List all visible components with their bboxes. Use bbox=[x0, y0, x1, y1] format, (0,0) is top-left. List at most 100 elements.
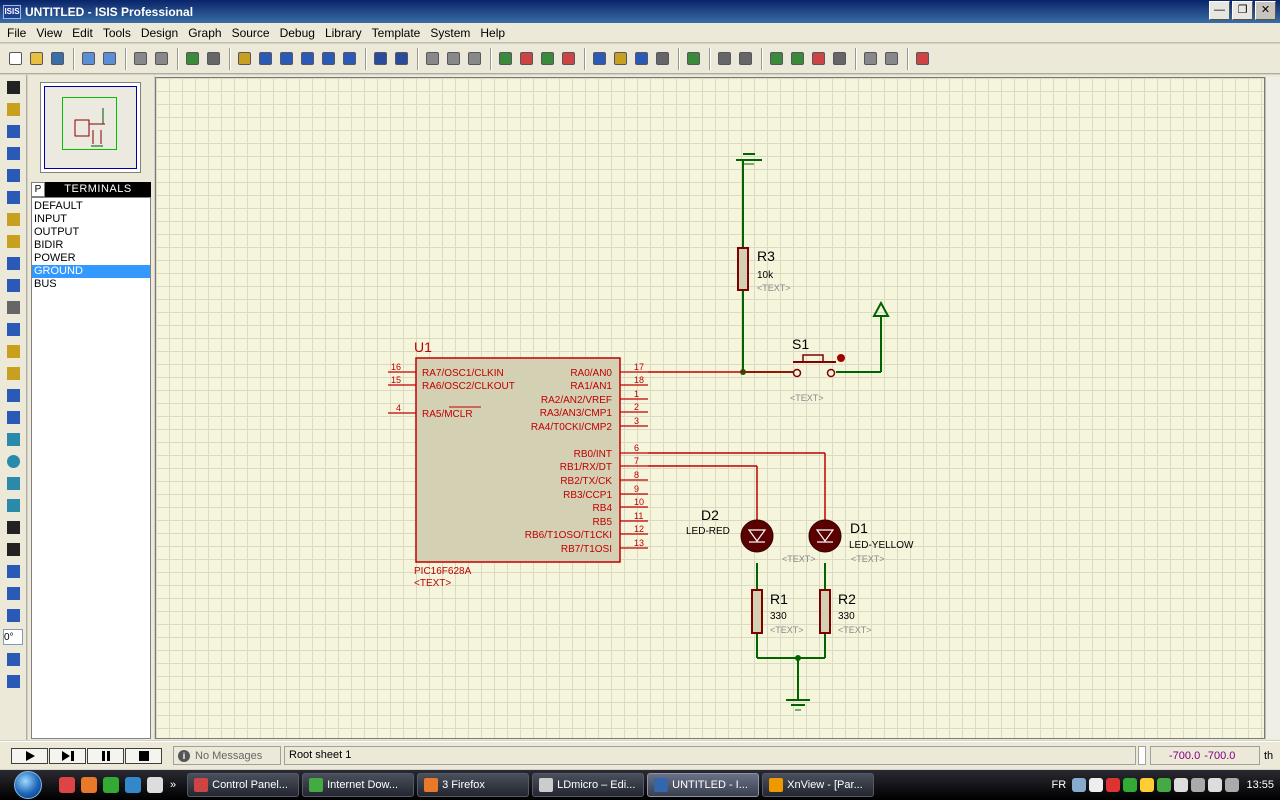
generator-button[interactable] bbox=[2, 319, 24, 339]
restore-button[interactable]: ❐ bbox=[1232, 1, 1253, 20]
taskbar-button-xnview[interactable]: XnView - [Par... bbox=[762, 773, 875, 797]
menu-file[interactable]: File bbox=[7, 25, 27, 40]
text-script-button[interactable] bbox=[2, 165, 24, 185]
vertical-scrollbar[interactable] bbox=[1265, 77, 1280, 739]
block-move-button[interactable] bbox=[517, 49, 536, 68]
origin-button[interactable] bbox=[235, 49, 254, 68]
pause-button[interactable] bbox=[87, 747, 124, 764]
clock[interactable]: 13:55 bbox=[1246, 779, 1274, 791]
junction-dot[interactable] bbox=[795, 655, 801, 661]
virtual-instruments-button[interactable] bbox=[2, 385, 24, 405]
device-pins-button[interactable] bbox=[2, 253, 24, 273]
tray-icon[interactable] bbox=[1191, 778, 1206, 792]
pick-device-button[interactable] bbox=[590, 49, 609, 68]
cut-button[interactable] bbox=[423, 49, 442, 68]
terminal-item-bus[interactable]: BUS bbox=[34, 278, 57, 290]
current-probe-button[interactable] bbox=[2, 363, 24, 383]
pan-button[interactable] bbox=[256, 49, 275, 68]
overview-window[interactable] bbox=[40, 82, 141, 173]
minimize-button[interactable]: — bbox=[1209, 1, 1230, 20]
taskbar-button-ldmicro[interactable]: LDmicro – Edi... bbox=[532, 773, 645, 797]
paste-button[interactable] bbox=[465, 49, 484, 68]
line-tool-button[interactable] bbox=[2, 407, 24, 427]
box-tool-button[interactable] bbox=[2, 429, 24, 449]
play-button[interactable] bbox=[11, 747, 48, 764]
zoom-all-button[interactable] bbox=[319, 49, 338, 68]
start-button[interactable] bbox=[0, 770, 56, 800]
print-button[interactable] bbox=[131, 49, 150, 68]
tray-icon[interactable] bbox=[1174, 778, 1189, 792]
bill-of-materials-button[interactable] bbox=[861, 49, 880, 68]
resistor-r1[interactable]: R1 330 <TEXT> bbox=[751, 589, 804, 635]
block-delete-button[interactable] bbox=[559, 49, 578, 68]
messages-box[interactable]: i No Messages bbox=[173, 746, 281, 765]
exit-to-parent-button[interactable] bbox=[830, 49, 849, 68]
menu-help[interactable]: Help bbox=[480, 25, 506, 40]
horizontal-scroll-stub[interactable] bbox=[1138, 746, 1146, 765]
zoom-area-button[interactable] bbox=[340, 49, 359, 68]
tray-icon[interactable] bbox=[1072, 778, 1087, 792]
junction-dot-button[interactable] bbox=[2, 121, 24, 141]
terminal-item-ground[interactable]: GROUND bbox=[32, 265, 150, 278]
wire-autorouter-button[interactable] bbox=[684, 49, 703, 68]
terminal-item-power[interactable]: POWER bbox=[34, 252, 76, 264]
rotation-angle-input[interactable] bbox=[3, 629, 23, 645]
ground-terminal-bottom[interactable] bbox=[786, 699, 810, 711]
selection-mode-button[interactable] bbox=[2, 77, 24, 97]
graph-mode-button[interactable] bbox=[2, 275, 24, 295]
menu-tools[interactable]: Tools bbox=[102, 25, 131, 40]
close-button[interactable]: ✕ bbox=[1255, 1, 1276, 20]
desktop-icon[interactable] bbox=[147, 777, 163, 793]
make-device-button[interactable] bbox=[611, 49, 630, 68]
copy-button[interactable] bbox=[444, 49, 463, 68]
ground-terminal-top[interactable] bbox=[736, 153, 762, 165]
flip-vertical-button[interactable] bbox=[2, 671, 24, 691]
browser-icon[interactable] bbox=[125, 777, 141, 793]
microcontroller-u1[interactable]: U1 PIC16F628A <TEXT> 16RA7/OSC1/CLKIN15R… bbox=[388, 339, 648, 589]
subcircuit-button[interactable] bbox=[2, 209, 24, 229]
tape-recorder-button[interactable] bbox=[2, 297, 24, 317]
circle-tool-button[interactable] bbox=[2, 451, 24, 471]
block-copy-button[interactable] bbox=[496, 49, 515, 68]
packaging-tool-button[interactable] bbox=[653, 49, 672, 68]
arc-tool-button[interactable] bbox=[2, 473, 24, 493]
open-folder-button[interactable] bbox=[27, 49, 46, 68]
undo-button[interactable] bbox=[371, 49, 390, 68]
terminal-item-default[interactable]: DEFAULT bbox=[34, 200, 83, 212]
wire-label-button[interactable] bbox=[2, 143, 24, 163]
menu-library[interactable]: Library bbox=[324, 25, 362, 40]
grid-button[interactable] bbox=[204, 49, 223, 68]
marker-tool-button[interactable] bbox=[2, 561, 24, 581]
redo-button[interactable] bbox=[392, 49, 411, 68]
remove-sheet-button[interactable] bbox=[809, 49, 828, 68]
save-button[interactable] bbox=[48, 49, 67, 68]
taskbar-button-firefox[interactable]: 3 Firefox bbox=[417, 773, 530, 797]
taskbar-button-control-panel[interactable]: Control Panel... bbox=[187, 773, 300, 797]
menu-template[interactable]: Template bbox=[371, 25, 421, 40]
sabi-icon[interactable] bbox=[59, 777, 75, 793]
zoom-out-button[interactable] bbox=[298, 49, 317, 68]
menu-edit[interactable]: Edit bbox=[72, 25, 93, 40]
text-tool-button[interactable] bbox=[2, 517, 24, 537]
menu-view[interactable]: View bbox=[36, 25, 63, 40]
zoom-in-button[interactable] bbox=[277, 49, 296, 68]
menu-source[interactable]: Source bbox=[231, 25, 270, 40]
closed-path-button[interactable] bbox=[2, 495, 24, 515]
tray-icon[interactable] bbox=[1106, 778, 1121, 792]
electrical-rules-check-button[interactable] bbox=[882, 49, 901, 68]
led-d1[interactable]: D1 LED-YELLOW <TEXT> <TEXT> bbox=[782, 519, 914, 564]
taskbar-button-isis[interactable]: UNTITLED - I... bbox=[647, 773, 760, 797]
terminal-item-output[interactable]: OUTPUT bbox=[34, 226, 80, 238]
tray-icon[interactable] bbox=[1123, 778, 1138, 792]
new-file-button[interactable] bbox=[6, 49, 25, 68]
chrome-icon[interactable] bbox=[103, 777, 119, 793]
search-tag-button[interactable] bbox=[715, 49, 734, 68]
terminal-item-bidir[interactable]: BIDIR bbox=[34, 239, 64, 251]
pick-button[interactable]: P bbox=[31, 182, 45, 197]
bus-button[interactable] bbox=[2, 187, 24, 207]
menu-debug[interactable]: Debug bbox=[279, 25, 315, 40]
terminal-item-input[interactable]: INPUT bbox=[34, 213, 67, 225]
view-area-box[interactable] bbox=[62, 97, 117, 150]
import-button[interactable] bbox=[79, 49, 98, 68]
